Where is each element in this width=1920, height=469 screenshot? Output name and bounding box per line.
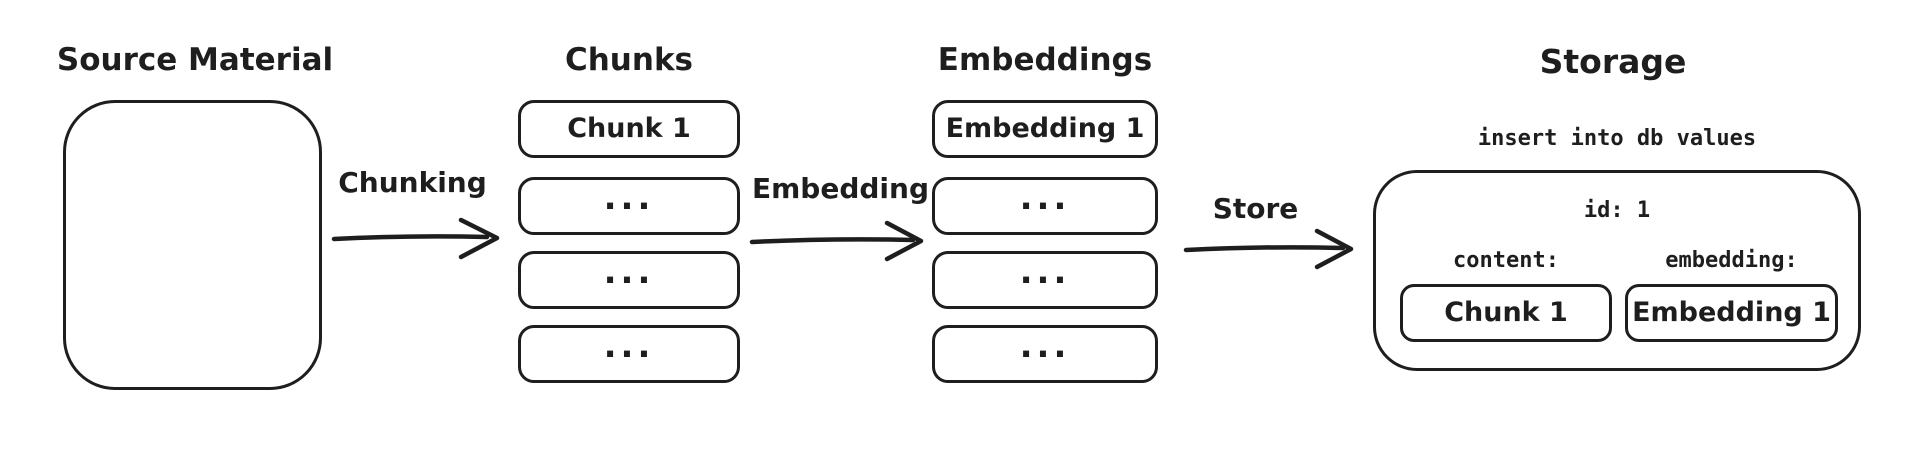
content-value-pill: Chunk 1 xyxy=(1400,284,1612,342)
chunks-title: Chunks xyxy=(564,42,694,78)
source-material-title: Source Material xyxy=(56,42,334,78)
embedding-arrow-label: Embedding xyxy=(752,172,929,205)
content-field-label: content: xyxy=(1453,248,1559,273)
chunk-pill-2: ... xyxy=(518,177,740,235)
chunk-pill-4-label: ... xyxy=(603,326,655,366)
storage-code-line: insert into db values xyxy=(1477,126,1757,151)
chunking-arrow-label: Chunking xyxy=(338,166,487,199)
embeddings-title: Embeddings xyxy=(937,42,1153,78)
chunk-pill-2-label: ... xyxy=(603,178,655,218)
storage-title: Storage xyxy=(1539,42,1687,81)
embedding-pill-1-label: Embedding 1 xyxy=(945,112,1145,144)
store-arrow-icon xyxy=(1183,228,1354,270)
chunk-pill-1-label: Chunk 1 xyxy=(567,112,691,144)
embedding-pill-2: ... xyxy=(932,177,1158,235)
embedding-field-label: embedding: xyxy=(1665,248,1798,273)
embedding-pill-4: ... xyxy=(932,325,1158,383)
embedding-pill-3-label: ... xyxy=(1019,252,1071,292)
embedding-pill-1: Embedding 1 xyxy=(932,100,1158,158)
chunk-pill-1: Chunk 1 xyxy=(518,100,740,158)
chunking-arrow-icon xyxy=(331,217,500,260)
chunk-pill-3-label: ... xyxy=(603,252,655,292)
source-material-box xyxy=(63,100,322,390)
embedding-value-label: Embedding 1 xyxy=(1632,296,1831,328)
chunk-pill-4: ... xyxy=(518,325,740,383)
embedding-value-pill: Embedding 1 xyxy=(1625,284,1838,342)
embedding-pill-2-label: ... xyxy=(1019,178,1071,218)
chunk-pill-3: ... xyxy=(518,251,740,309)
record-id: id: 1 xyxy=(1583,198,1651,223)
embedding-arrow-icon xyxy=(749,220,924,262)
store-arrow-label: Store xyxy=(1212,192,1299,225)
content-value-label: Chunk 1 xyxy=(1444,296,1568,328)
embedding-pill-3: ... xyxy=(932,251,1158,309)
embedding-pill-4-label: ... xyxy=(1019,326,1071,366)
